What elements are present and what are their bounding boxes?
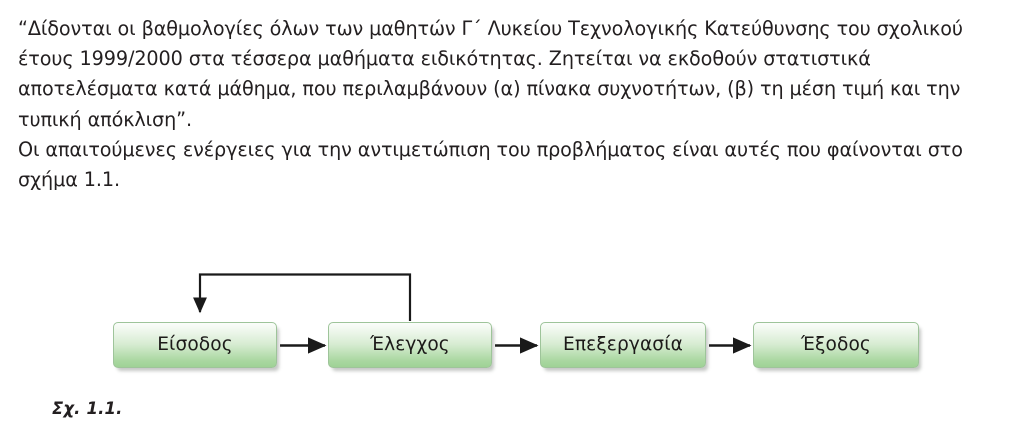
diagram-node-input[interactable]: Είσοδος xyxy=(113,322,277,368)
diagram-node-output[interactable]: Έξοδος xyxy=(753,322,919,368)
diagram-node-processing[interactable]: Επεξεργασία xyxy=(540,322,706,368)
paragraph-problem-statement: “Δίδονται οι βαθμολογίες όλων των μαθητώ… xyxy=(18,17,969,131)
diagram-node-check-label: Έλεγχος xyxy=(370,333,450,355)
diagram-node-check[interactable]: Έλεγχος xyxy=(328,322,492,368)
arrow-feedback-check-to-input xyxy=(193,273,412,321)
diagram-node-input-label: Είσοδος xyxy=(157,333,233,355)
figure-caption: Σχ. 1.1. xyxy=(52,399,123,418)
diagram-node-processing-label: Επεξεργασία xyxy=(563,333,683,355)
diagram-node-output-label: Έξοδος xyxy=(801,333,871,355)
body-text-block: “Δίδονται οι βαθμολογίες όλων των μαθητώ… xyxy=(18,14,1008,195)
paragraph-required-actions: Οι απαιτούμενες ενέργειες για την αντιμε… xyxy=(18,137,969,192)
